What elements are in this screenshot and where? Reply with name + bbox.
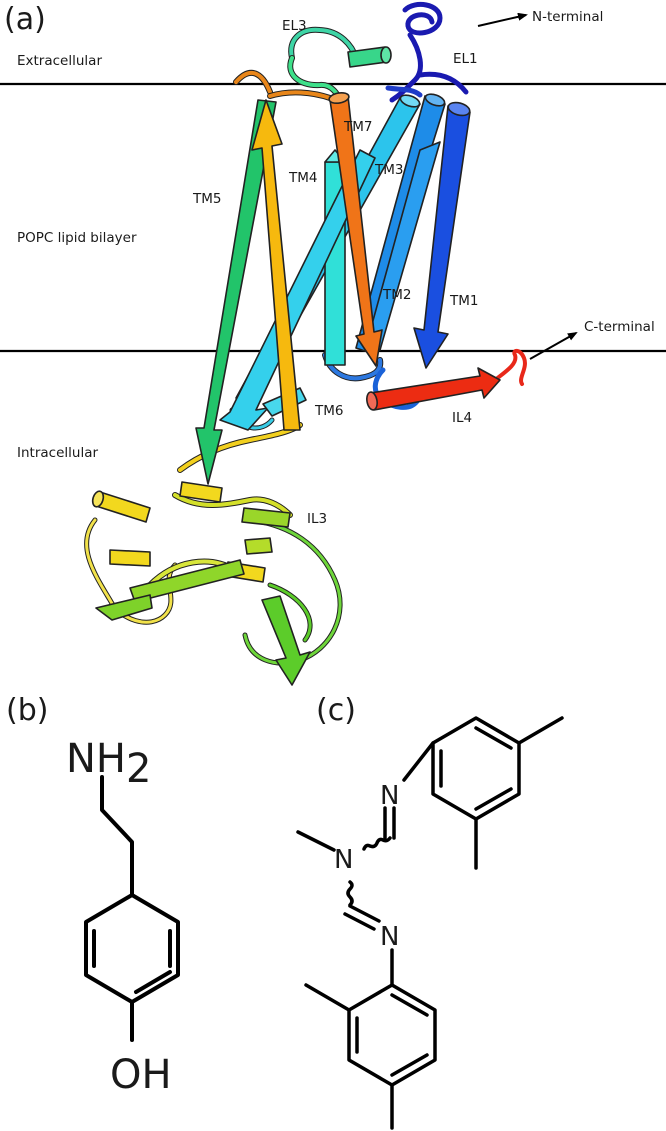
tm7-helix (328, 91, 383, 367)
c-terminal-label: C-terminal (584, 319, 655, 335)
tm7-label: TM7 (343, 119, 372, 135)
tm6-label: TM6 (314, 403, 343, 419)
el3-label: EL3 (282, 18, 307, 34)
il4-helix (366, 367, 501, 411)
tm2-helix (355, 93, 446, 353)
tyramine-hydroxyl: OH (110, 1052, 172, 1098)
tm1-helix (413, 101, 471, 369)
amitraz-n-center: N (334, 845, 353, 875)
panel-a-label: (a) (4, 2, 46, 37)
el1-label: EL1 (453, 51, 478, 67)
tm5-label: TM5 (192, 191, 221, 207)
bilayer-label: POPC lipid bilayer (17, 230, 137, 246)
extracellular-label: Extracellular (17, 53, 102, 69)
tm4-label: TM4 (288, 170, 317, 186)
amitraz-n-lower: N (380, 922, 399, 952)
panel-c-label: (c) (316, 693, 356, 728)
extracellular-loops (233, 1, 469, 103)
tm2-label: TM2 (382, 287, 411, 303)
amitraz-n-upper: N (380, 781, 399, 811)
amitraz-structure (296, 716, 564, 1130)
intracellular-domain (84, 422, 343, 686)
intracellular-label: Intracellular (17, 445, 98, 461)
tyramine-structure (84, 775, 180, 1042)
tm3-label: TM3 (374, 162, 403, 178)
c-terminal-arrow (529, 332, 578, 360)
n-terminal-arrow (477, 12, 528, 27)
protein-structure (84, 1, 527, 686)
il3-label: IL3 (307, 511, 327, 527)
tm1-label: TM1 (449, 293, 478, 309)
n-terminal-label: N-terminal (532, 9, 603, 25)
tm5b-helix (251, 99, 301, 431)
tyramine-amine: NH2 (66, 736, 151, 792)
il4-label: IL4 (452, 410, 472, 426)
panel-b-label: (b) (6, 693, 48, 728)
